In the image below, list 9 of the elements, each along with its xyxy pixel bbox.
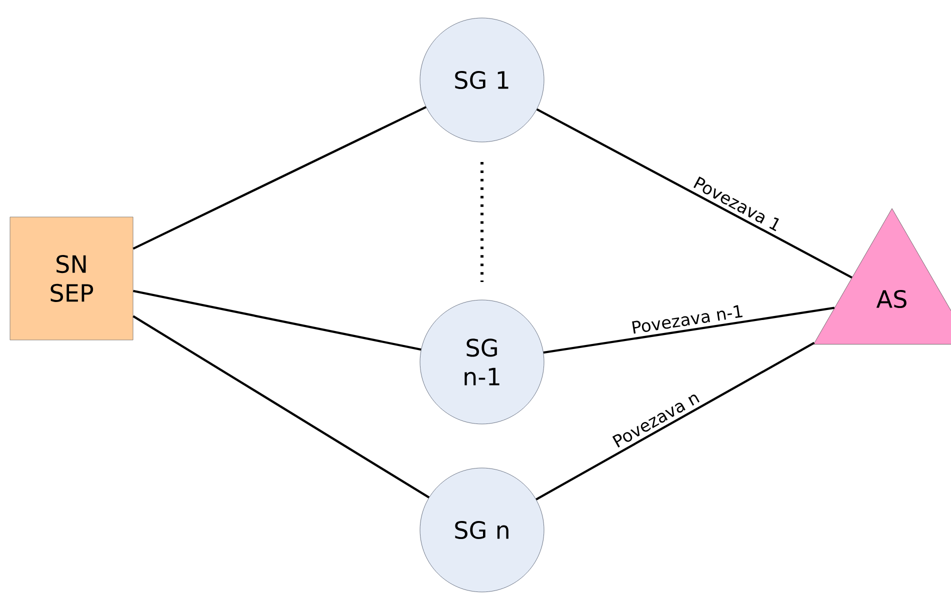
process-box: SN SEP [10,216,134,340]
connector-line [132,290,422,351]
connector-line [543,306,835,354]
connector-line [132,315,430,498]
connector-line [536,342,815,500]
connector-line [536,108,852,279]
node-triangle: AS [813,208,951,344]
connector-line [132,106,426,250]
edge-label: Povezava n-1 [632,305,743,334]
